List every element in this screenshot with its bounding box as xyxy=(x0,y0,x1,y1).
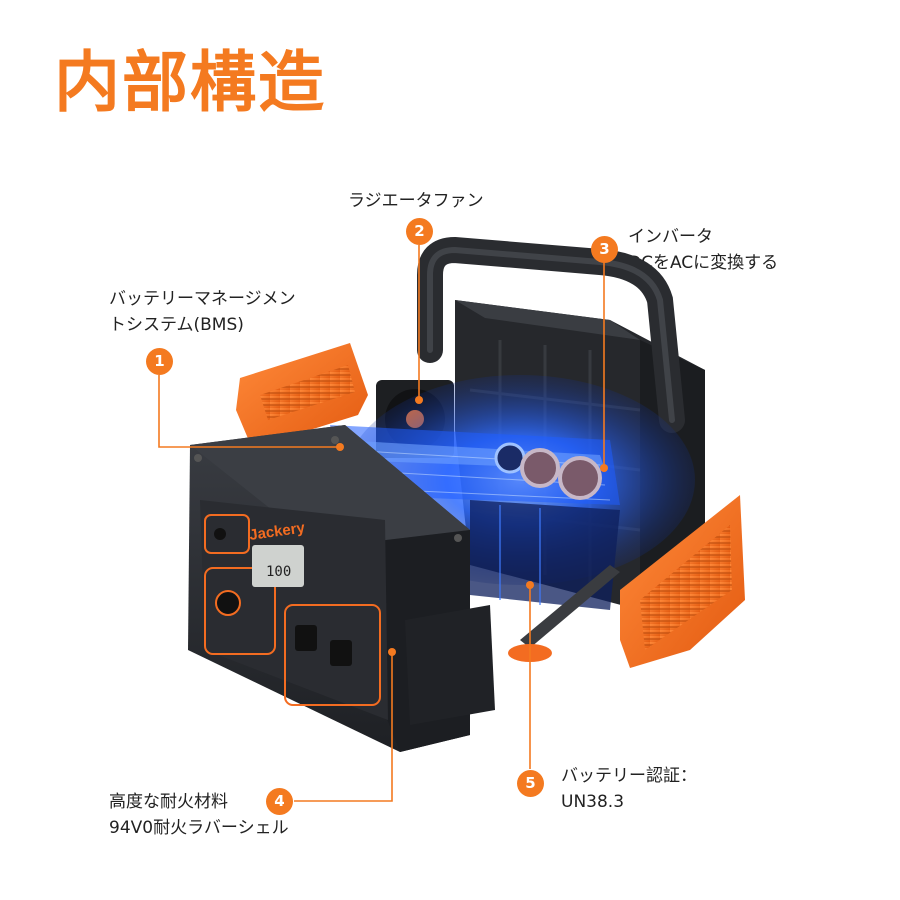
callout-label-certification-line-1: バッテリー認証： xyxy=(561,766,697,786)
callout-label-fireproof: 高度な耐火材料 94V0耐火ラバーシェル xyxy=(109,789,289,841)
callout-label-fireproof-line-2: 94V0耐火ラバーシェル xyxy=(109,818,289,838)
front-casing: 100 Jackery xyxy=(188,425,495,752)
callout-label-fireproof-line-1: 高度な耐火材料 xyxy=(109,792,228,812)
callout-label-bms-line-2: トシステム(BMS) xyxy=(109,315,244,335)
callout-label-inverter-line-1: インバータ xyxy=(628,227,713,247)
callout-badge-1: 1 xyxy=(146,348,173,375)
callout-label-fan: ラジエータファン xyxy=(348,188,484,214)
callout-label-certification: バッテリー認証： UN38.3 xyxy=(561,763,697,815)
callout-badge-2: 2 xyxy=(406,218,433,245)
right-side-panel xyxy=(620,495,745,668)
callout-label-certification-line-2: UN38.3 xyxy=(561,792,625,812)
callout-label-fan-line-1: ラジエータファン xyxy=(348,191,484,211)
callout-label-bms-line-1: バッテリーマネージメン xyxy=(109,289,296,309)
callout-label-bms: バッテリーマネージメン トシステム(BMS) xyxy=(109,286,296,338)
callout-badge-5: 5 xyxy=(517,770,544,797)
page-title: 内部構造 xyxy=(54,44,326,121)
lcd-readout: 100 xyxy=(266,564,291,580)
callout-label-inverter-line-2: DCをACに変換する xyxy=(628,253,779,273)
callout-badge-3: 3 xyxy=(591,236,618,263)
callout-label-inverter: インバータ DCをACに変換する xyxy=(628,224,778,276)
callout-badge-4: 4 xyxy=(266,788,293,815)
